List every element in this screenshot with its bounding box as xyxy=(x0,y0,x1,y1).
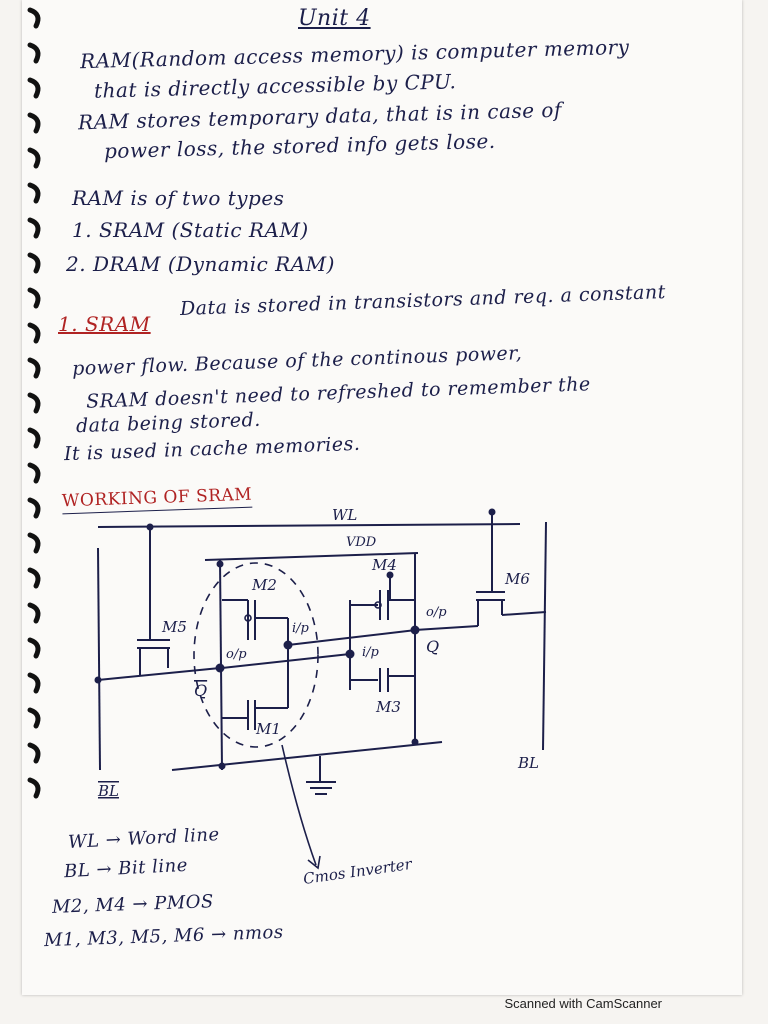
label-bl-bar: BL xyxy=(97,782,119,800)
sram-heading: 1. SRAM xyxy=(58,312,151,336)
spiral-binding xyxy=(27,7,41,799)
label-wl: WL xyxy=(332,506,357,524)
label-m2: M2 xyxy=(251,576,277,594)
types-heading: RAM is of two types xyxy=(72,186,285,210)
label-m1: M1 xyxy=(255,720,281,738)
label-olp-left: o/p xyxy=(226,647,247,662)
label-olp-right: o/p xyxy=(426,605,447,620)
page-title: Unit 4 xyxy=(298,6,371,31)
camscanner-watermark: Scanned with CamScanner xyxy=(504,996,662,1011)
types-item-dram: 2. DRAM (Dynamic RAM) xyxy=(66,252,335,276)
label-vdd: VDD xyxy=(346,535,377,550)
label-q: Q xyxy=(426,637,439,656)
label-qbar: Q xyxy=(194,681,207,700)
label-ilp-left: i/p xyxy=(292,621,310,636)
label-bl: BL xyxy=(517,754,539,772)
label-ilp-right: i/p xyxy=(362,645,380,660)
label-m5: M5 xyxy=(161,618,187,636)
label-m4: M4 xyxy=(371,556,397,574)
types-item-sram: 1. SRAM (Static RAM) xyxy=(72,218,309,242)
notebook-paper xyxy=(22,0,742,995)
label-m6: M6 xyxy=(504,570,530,588)
label-m3: M3 xyxy=(375,698,401,716)
